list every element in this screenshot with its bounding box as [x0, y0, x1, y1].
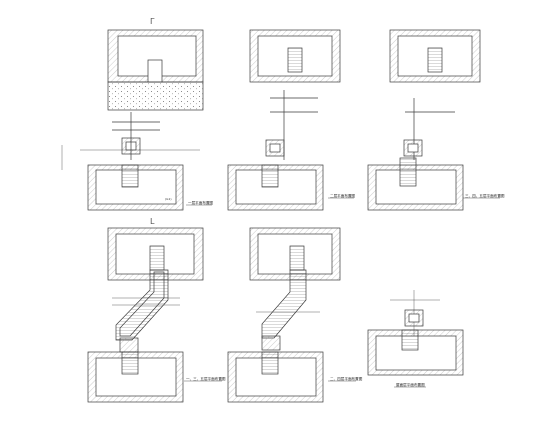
panel-floor-3-4-5 [367, 29, 481, 211]
panel-floor-1-3-5 [87, 227, 204, 403]
panel-3-caption: 三、四、五层平面布置图 [465, 193, 505, 198]
panel-floor-2 [227, 29, 341, 211]
corner-mark-top: Γ [150, 17, 155, 26]
corner-mark-bottom: L [150, 217, 155, 226]
panel-roof [367, 290, 464, 376]
panel-2-caption: 二层平面布置图 [330, 193, 356, 198]
panel-floor-1 [61, 29, 204, 211]
panel-1-caption: 一层平面布置图 [188, 200, 214, 205]
panel-4-caption: 一、三、五层平面布置图 [186, 376, 226, 381]
panel-6-caption: 屋面层平面布置图 [396, 382, 425, 387]
panel-1-room-label: (G1) [165, 197, 172, 201]
panel-5-caption: 二、四层平面布置图 [330, 376, 363, 381]
panel-floor-2-4 [227, 227, 341, 403]
